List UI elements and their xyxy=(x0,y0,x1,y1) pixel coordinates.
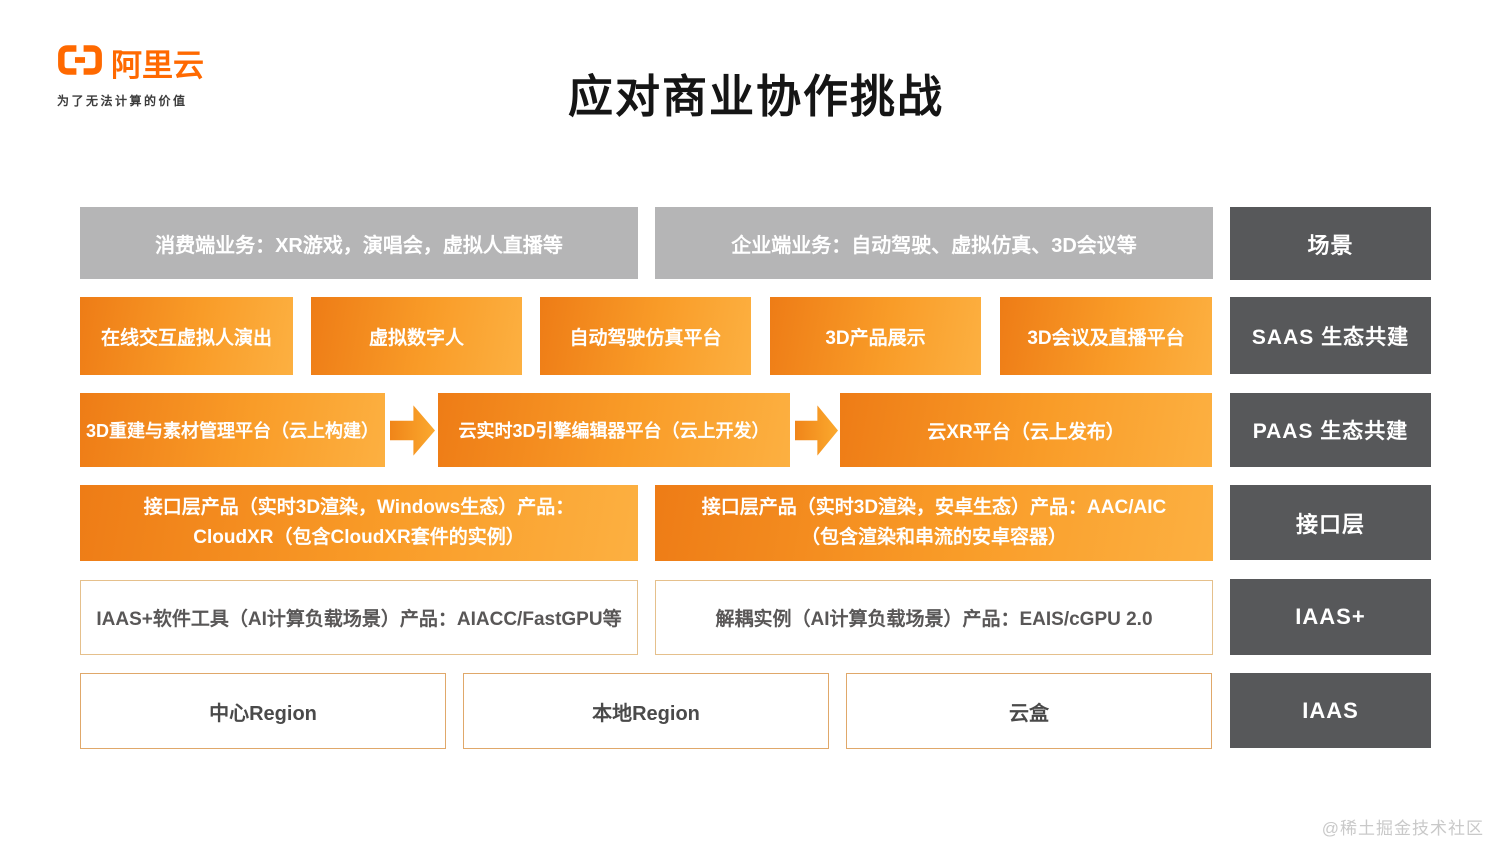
box-consumer-business: 消费端业务：XR游戏，演唱会，虚拟人直播等 xyxy=(80,207,638,279)
box-interface-windows: 接口层产品（实时3D渲染，Windows生态）产品：CloudXR（包含Clou… xyxy=(80,485,638,561)
arrow-right-icon xyxy=(795,405,838,456)
side-label-iaas: IAAS xyxy=(1230,673,1431,748)
watermark: @稀土掘金技术社区 xyxy=(1321,819,1484,838)
box-virtual-human-show: 在线交互虚拟人演出 xyxy=(80,297,293,375)
box-central-region: 中心Region xyxy=(80,673,446,749)
box-cloud-box: 云盒 xyxy=(846,673,1212,749)
box-decoupled-instance: 解耦实例（AI计算负载场景）产品：EAIS/cGPU 2.0 xyxy=(655,580,1213,655)
box-enterprise-business: 企业端业务：自动驾驶、虚拟仿真、3D会议等 xyxy=(655,207,1213,279)
box-3d-engine-editor-platform: 云实时3D引擎编辑器平台（云上开发） xyxy=(438,393,790,467)
side-label-paas: PAAS 生态共建 xyxy=(1230,393,1431,467)
box-3d-product-display: 3D产品展示 xyxy=(770,297,981,375)
box-3d-rebuild-platform: 3D重建与素材管理平台（云上构建） xyxy=(80,393,385,467)
box-local-region: 本地Region xyxy=(463,673,829,749)
alibaba-cloud-logo: 阿里云 为了无法计算的价值 xyxy=(57,40,204,109)
box-virtual-digital-human: 虚拟数字人 xyxy=(311,297,522,375)
box-iaas-software-tools: IAAS+软件工具（AI计算负载场景）产品：AIACC/FastGPU等 xyxy=(80,580,638,655)
page-title: 应对商业协作挑战 xyxy=(567,71,944,122)
box-interface-android: 接口层产品（实时3D渲染，安卓生态）产品：AAC/AIC（包含渲染和串流的安卓容… xyxy=(655,485,1213,561)
logo-tagline: 为了无法计算的价值 xyxy=(57,94,188,108)
logo-brand-text: 阿里云 xyxy=(111,48,204,83)
side-label-saas: SAAS 生态共建 xyxy=(1230,297,1431,374)
side-label-iaas-plus: IAAS+ xyxy=(1230,579,1431,655)
box-3d-meeting-live: 3D会议及直播平台 xyxy=(1000,297,1212,375)
side-label-interface: 接口层 xyxy=(1230,485,1431,560)
side-label-scene: 场景 xyxy=(1230,207,1431,280)
arrow-right-icon xyxy=(390,405,435,456)
box-cloud-xr-platform: 云XR平台（云上发布） xyxy=(840,393,1212,467)
box-autonomous-driving-sim: 自动驾驶仿真平台 xyxy=(540,297,751,375)
alibaba-cloud-logo-icon xyxy=(57,44,103,81)
